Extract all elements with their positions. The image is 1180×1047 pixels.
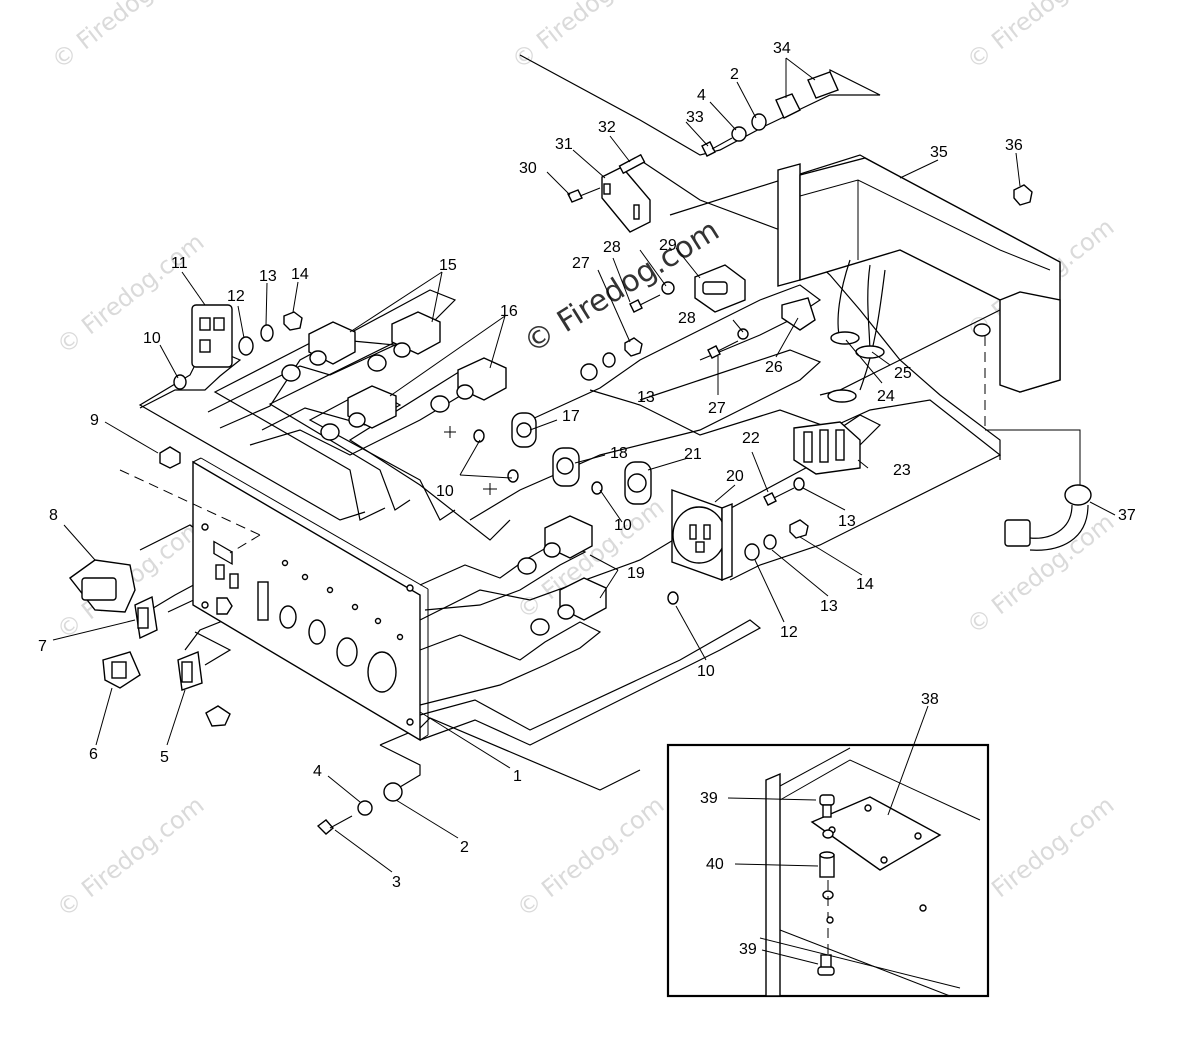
watermark: © Firedog.com (961, 508, 1119, 640)
callout-8: 8 (49, 507, 58, 524)
watermark: © Firedog.com (51, 791, 209, 923)
callout-35: 35 (930, 144, 948, 161)
callout-13: 13 (820, 598, 838, 615)
callout-31: 31 (555, 136, 573, 153)
callout-37: 37 (1118, 507, 1136, 524)
callout-12: 12 (227, 288, 245, 305)
callout-14: 14 (291, 266, 309, 283)
callout-2: 2 (730, 66, 739, 83)
callout-3: 3 (392, 874, 401, 891)
callout-17: 17 (562, 408, 580, 425)
callout-20: 20 (726, 468, 744, 485)
callout-24: 24 (877, 388, 895, 405)
callout-27: 27 (708, 400, 726, 417)
callout-34: 34 (773, 40, 791, 57)
callout-4: 4 (697, 87, 706, 104)
left-components (69, 304, 303, 727)
callout-1: 1 (513, 768, 522, 785)
callout-28: 28 (678, 310, 696, 327)
callout-33: 33 (686, 109, 704, 126)
callout-2: 2 (460, 839, 469, 856)
callout-28: 28 (603, 239, 621, 256)
callout-13: 13 (637, 389, 655, 406)
callout-4: 4 (313, 763, 322, 780)
callout-22: 22 (742, 430, 760, 447)
callout-10: 10 (436, 483, 454, 500)
circuit-breakers (281, 311, 607, 636)
callout-5: 5 (160, 749, 169, 766)
receptacles (444, 337, 809, 605)
callout-9: 9 (90, 412, 99, 429)
right-housing (777, 157, 1092, 551)
callout-38: 38 (921, 691, 939, 708)
leader-lines (52, 57, 1116, 965)
callout-10: 10 (697, 663, 715, 680)
wiring-routes (138, 54, 1061, 791)
top-components (567, 71, 861, 506)
callout-15: 15 (439, 257, 457, 274)
front-panel (192, 457, 429, 742)
panel-dashed-guide (119, 469, 261, 536)
callout-14: 14 (856, 576, 874, 593)
callout-32: 32 (598, 119, 616, 136)
panel-dashed-guide (229, 534, 261, 554)
callout-21: 21 (684, 446, 702, 463)
callout-10: 10 (614, 517, 632, 534)
callout-13: 13 (838, 513, 856, 530)
callout-39: 39 (700, 790, 718, 807)
watermark: © Firedog.com (46, 0, 204, 75)
bottom-fasteners (316, 782, 403, 835)
callout-10: 10 (143, 330, 161, 347)
callout-27: 27 (572, 255, 590, 272)
callout-40: 40 (706, 856, 724, 873)
callout-11: 11 (171, 255, 188, 272)
callout-29: 29 (659, 237, 677, 254)
callout-7: 7 (38, 638, 47, 655)
inset-detail (666, 743, 990, 998)
callout-19: 19 (627, 565, 645, 582)
callout-6: 6 (89, 746, 98, 763)
callout-12: 12 (780, 624, 798, 641)
callout-36: 36 (1005, 137, 1023, 154)
watermark: © Firedog.com (511, 791, 669, 923)
callout-39: 39 (739, 941, 757, 958)
callout-16: 16 (500, 303, 518, 320)
watermark: © Firedog.com (961, 0, 1119, 75)
watermark-center: © Firedog.com (518, 213, 726, 361)
callout-26: 26 (765, 359, 783, 376)
watermark: © Firedog.com (506, 0, 664, 75)
callout-13: 13 (259, 268, 277, 285)
callout-23: 23 (893, 462, 911, 479)
watermark: © Firedog.com (51, 228, 209, 360)
callout-labels: 1 2 2 3 4 4 5 6 7 8 9 10 10 10 10 11 12 … (38, 40, 1136, 958)
callout-30: 30 (519, 160, 537, 177)
callout-18: 18 (610, 445, 628, 462)
callout-25: 25 (894, 365, 912, 382)
